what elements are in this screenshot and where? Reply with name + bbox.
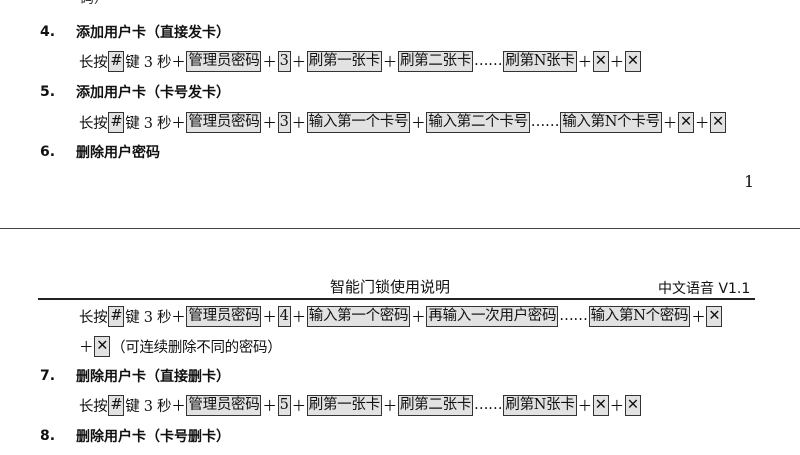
key-box: 管理员密码 xyxy=(186,50,262,72)
key-sequence-continued: ＋✕（可连续删除不同的密码） xyxy=(78,335,282,357)
key-box: ✕ xyxy=(592,50,609,72)
cut-off-text: 码） xyxy=(80,0,108,8)
section-heading-4: 4. 添加用户卡（直接发卡） xyxy=(40,21,230,43)
key-box: ✕ xyxy=(94,335,111,357)
section-heading-7: 7. 删除用户卡（直接删卡） xyxy=(40,365,230,387)
key-box: ✕ xyxy=(624,50,641,72)
section-number: 8. xyxy=(40,428,56,444)
section-number: 5. xyxy=(40,84,56,100)
section-title: 删除用户密码 xyxy=(76,145,160,161)
sequence-text: 长按 xyxy=(79,54,108,71)
key-box: 刷第一张卡 xyxy=(306,50,382,72)
sequence-text: （可连续删除不同的密码） xyxy=(111,339,282,356)
sequence-text: ＋ xyxy=(291,54,307,71)
key-box: 刷第一张卡 xyxy=(306,394,382,416)
sequence-text: …… xyxy=(530,114,560,130)
key-box: 管理员密码 xyxy=(186,394,262,416)
key-box: ✕ xyxy=(706,305,723,327)
sequence-text: ＋ xyxy=(694,115,710,132)
section-number: 4. xyxy=(40,24,56,40)
key-box: 管理员密码 xyxy=(186,111,262,133)
key-box: ✕ xyxy=(710,111,726,133)
page-break-divider xyxy=(0,228,800,229)
section-heading-5: 5. 添加用户卡（卡号发卡） xyxy=(40,81,230,103)
section-title: 删除用户卡（卡号删卡） xyxy=(76,429,230,445)
key-box: 输入第N个卡号 xyxy=(560,111,662,133)
key-box: 5 xyxy=(277,394,291,416)
sequence-text: …… xyxy=(559,308,588,324)
key-box: 再输入一次用户密码 xyxy=(426,305,559,327)
sequence-text: 长按 xyxy=(79,309,108,326)
sequence-text: ＋ xyxy=(262,309,277,326)
sequence-text: 键 3 秒＋ xyxy=(125,309,186,326)
sequence-text: ＋ xyxy=(262,115,277,132)
key-box: # xyxy=(108,305,125,327)
key-sequence: 长按#键 3 秒＋管理员密码＋5＋刷第一张卡＋刷第二张卡……刷第N张卡＋✕＋✕ xyxy=(78,394,641,416)
key-box: # xyxy=(108,50,125,72)
key-box: 3 xyxy=(277,50,291,72)
sequence-text: ＋ xyxy=(411,309,426,326)
sequence-text: 长按 xyxy=(79,115,108,132)
section-title: 添加用户卡（直接发卡） xyxy=(76,25,230,41)
sequence-text: ＋ xyxy=(291,398,307,415)
key-box: 刷第二张卡 xyxy=(397,394,473,416)
key-box: ✕ xyxy=(677,111,694,133)
section-heading-6: 6. 删除用户密码 xyxy=(40,141,160,163)
key-box: 输入第一个密码 xyxy=(306,305,411,327)
key-box: 管理员密码 xyxy=(186,305,262,327)
key-box: ✕ xyxy=(624,394,641,416)
sequence-text: ＋ xyxy=(609,54,625,71)
page-number: 1 xyxy=(744,172,755,191)
sequence-text: ＋ xyxy=(382,54,398,71)
sequence-text: …… xyxy=(473,397,503,413)
sequence-text: ＋ xyxy=(382,398,398,415)
sequence-text: ＋ xyxy=(411,115,426,132)
key-box: 4 xyxy=(277,305,291,327)
key-box: ✕ xyxy=(592,394,609,416)
section-number: 7. xyxy=(40,368,56,384)
section-title: 删除用户卡（直接删卡） xyxy=(76,369,230,385)
sequence-text: ＋ xyxy=(691,309,706,326)
key-box: 刷第二张卡 xyxy=(397,50,473,72)
key-box: 刷第N张卡 xyxy=(503,394,577,416)
sequence-text: …… xyxy=(473,53,503,69)
sequence-text: ＋ xyxy=(662,115,678,132)
sequence-text: ＋ xyxy=(577,398,593,415)
key-sequence: 长按#键 3 秒＋管理员密码＋4＋输入第一个密码＋再输入一次用户密码……输入第N… xyxy=(78,305,723,327)
key-box: # xyxy=(108,394,125,416)
sequence-text: ＋ xyxy=(577,54,593,71)
key-box: # xyxy=(108,111,125,133)
sequence-text: ＋ xyxy=(262,398,277,415)
section-heading-8: 8. 删除用户卡（卡号删卡） xyxy=(40,425,230,447)
sequence-text: 键 3 秒＋ xyxy=(125,54,186,71)
sequence-text: ＋ xyxy=(79,339,94,356)
sequence-text: 长按 xyxy=(79,398,108,415)
key-box: 输入第N个密码 xyxy=(588,305,691,327)
key-box: 输入第二个卡号 xyxy=(426,111,530,133)
sequence-text: ＋ xyxy=(291,309,307,326)
section-number: 6. xyxy=(40,144,56,160)
header-version: 中文语音 V1.1 xyxy=(658,281,751,297)
key-box: 输入第一个卡号 xyxy=(306,111,411,133)
sequence-text: 键 3 秒＋ xyxy=(125,398,186,415)
sequence-text: 键 3 秒＋ xyxy=(125,115,186,132)
key-box: 刷第N张卡 xyxy=(503,50,577,72)
header-title: 智能门锁使用说明 xyxy=(330,278,451,296)
sequence-text: ＋ xyxy=(609,398,625,415)
key-sequence: 长按#键 3 秒＋管理员密码＋3＋刷第一张卡＋刷第二张卡……刷第N张卡＋✕＋✕ xyxy=(78,50,641,72)
sequence-text: ＋ xyxy=(291,115,307,132)
key-box: 3 xyxy=(277,111,291,133)
key-sequence: 长按#键 3 秒＋管理员密码＋3＋输入第一个卡号＋输入第二个卡号……输入第N个卡… xyxy=(78,111,726,133)
sequence-text: ＋ xyxy=(262,54,277,71)
section-title: 添加用户卡（卡号发卡） xyxy=(76,85,230,101)
header-rule xyxy=(38,298,755,300)
